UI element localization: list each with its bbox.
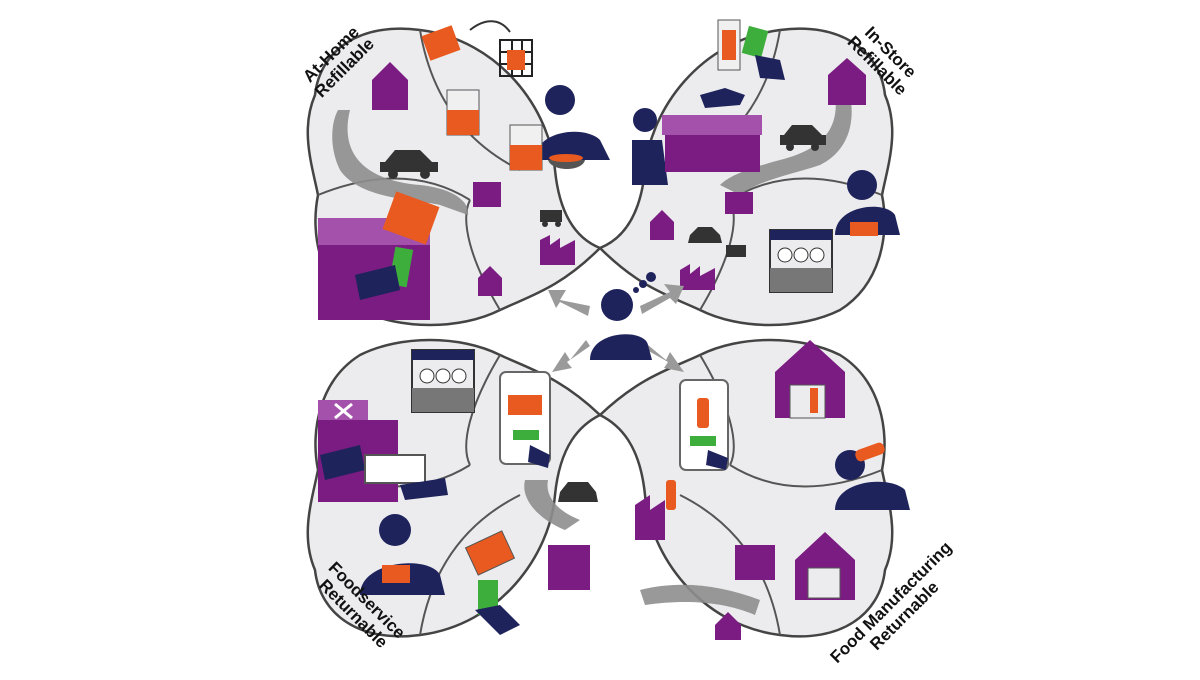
truck-icon [540,210,562,227]
canister-icon-2 [509,124,543,171]
person-eating-icon [535,85,610,160]
person-thinking-icon [590,289,652,360]
car-icon-4 [558,482,598,502]
small-storefront-icon [473,182,501,207]
car-icon-3 [688,227,722,243]
small-storefront-icon-2 [725,192,753,214]
house-icon-3 [828,58,866,105]
fork-knife-icon [334,402,353,420]
refill-pouch-icon-2 [382,191,440,245]
refill-pouch-icon [421,25,461,61]
phone-order-icon-2 [679,379,729,471]
factory-icon [540,235,575,265]
dishwasher-icon-2 [411,349,475,413]
restaurant-icon-2 [548,545,590,590]
cash-hand-icon [355,246,414,300]
thought-bubble-icon [633,272,656,293]
bottle-icon-2 [666,480,676,510]
car-icon-2 [780,125,826,151]
shopper-icon [632,108,668,185]
bowl-icon [548,154,585,169]
house-icon-2 [478,266,502,296]
factory-icon-2 [680,264,715,290]
dispenser-icon [717,19,741,71]
truck-icon-2 [726,245,746,257]
bottling-factory-icon [635,495,665,540]
car-icon [380,150,438,179]
dishwasher-icon [769,229,833,293]
takeout-box-icon [382,565,410,583]
store-icon [662,115,762,172]
choice-arrows [548,284,684,372]
house-icon-4 [650,210,674,240]
takeout-handoff-icon [320,445,448,500]
box-icon [789,384,826,419]
box-icon-2 [807,567,841,599]
arrow-icon [469,20,511,33]
bottle-icon [855,442,885,462]
house-icon [372,62,408,110]
container-icon [850,222,878,236]
hand-icon [700,88,745,108]
cash-hand-icon-2 [475,580,520,635]
filling-machine-icon [735,545,775,580]
phone-order-icon [499,371,551,468]
card-payment-icon [741,25,785,80]
takeout-container-icon [464,530,516,576]
house-icon-5 [715,612,741,640]
canister-icon [446,89,480,136]
trash-bin-icon [499,39,533,77]
